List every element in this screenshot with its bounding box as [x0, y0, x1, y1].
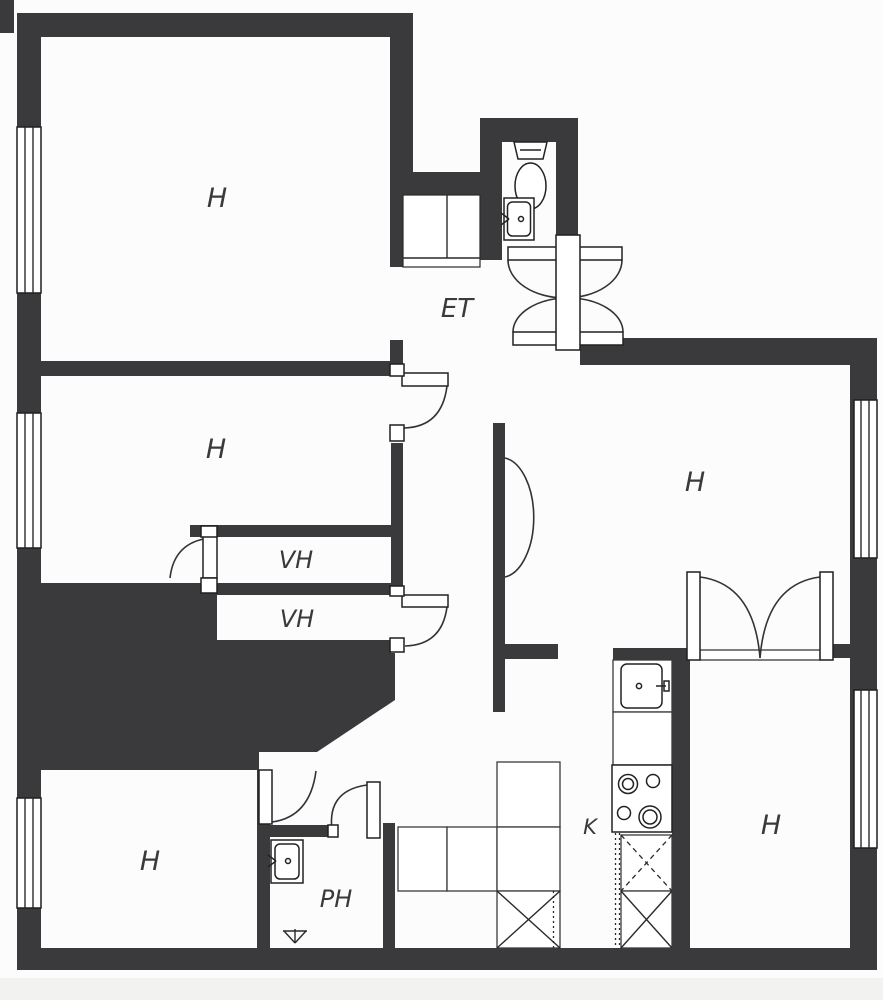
appliance-x-icon: [496, 890, 561, 949]
wc-room: [500, 141, 548, 241]
room-label-h-middle-left: H: [206, 434, 226, 465]
appliance-x-icon: [620, 890, 673, 949]
doors: [169, 363, 834, 839]
entrance-doors: [507, 234, 624, 351]
windows: [16, 126, 878, 909]
walls: [0, 0, 877, 970]
room-label-vh-upper: VH: [279, 546, 313, 574]
room-label-h-right: H: [685, 467, 705, 498]
room-label-h-bottom-left: H: [140, 846, 160, 877]
hall-door-swing: [504, 457, 535, 578]
bathroom-fixtures: [267, 839, 307, 944]
entry-door-frame: [555, 234, 581, 351]
room-label-h-bottom-right: H: [761, 810, 781, 841]
dishwasher-dashed-icon: [614, 833, 621, 947]
kitchen-sink-icon: [620, 663, 670, 709]
wc-sink-icon: [500, 197, 535, 241]
window-icon: [853, 399, 878, 559]
double-door-icon: [686, 571, 834, 661]
window-icon: [16, 126, 42, 294]
room-label-vh-lower: VH: [280, 605, 314, 633]
room-label-ph: PH: [320, 885, 353, 913]
room-label-et: ET: [441, 294, 475, 324]
room-label-k: K: [583, 815, 599, 839]
kitchen-fixtures: [611, 659, 673, 949]
cabinet-grid: [397, 761, 561, 949]
stove-icon: [611, 764, 673, 833]
floor-drain-icon: [283, 929, 307, 944]
room-label-h-top-left: H: [207, 183, 227, 214]
window-icon: [853, 689, 878, 849]
room-labels: H H ET H VH VH H PH K H: [140, 183, 781, 913]
bathroom-sink-icon: [267, 839, 304, 884]
window-icon: [16, 797, 42, 909]
window-icon: [16, 412, 42, 549]
hall-wardrobe: [402, 194, 481, 268]
appliance-x-icon: [620, 834, 673, 892]
page-margin: [0, 978, 883, 1000]
